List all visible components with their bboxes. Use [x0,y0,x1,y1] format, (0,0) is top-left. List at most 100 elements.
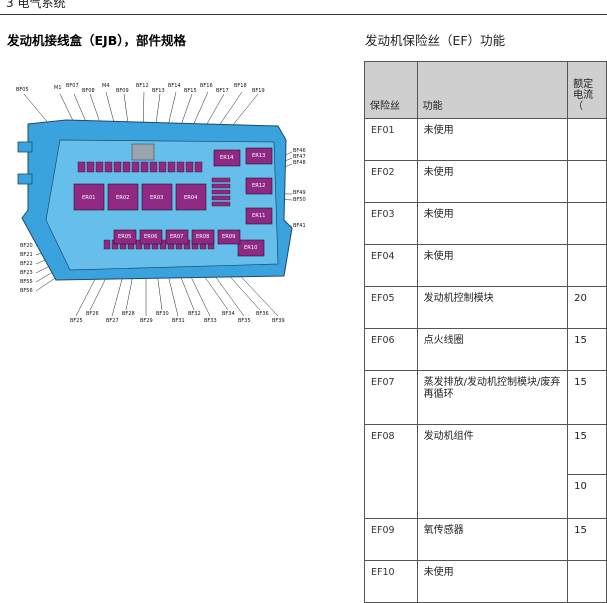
bf-label: BF35 [238,318,251,324]
fuse-id: EF05 [364,286,418,329]
chapter-title: 3 电气系统 [6,0,66,10]
fuse-rating: 20 [567,286,607,329]
bf-label: BF08 [82,88,95,94]
table-row: EF01 未使用 [364,118,607,161]
table-row: EF04 未使用 [364,244,607,287]
bf-label: BF26 [86,311,99,317]
bf-label: BF46 [293,148,306,154]
table-row: EF05 发动机控制模块 20 [364,286,607,329]
bf-label: M4 [102,83,110,89]
fuse-function: 发动机组件 [416,424,569,519]
bf-label: BF05 [16,87,29,93]
relay-label: ER01 [82,195,96,201]
fuse-rating [567,202,607,245]
header-rating: 额定电流（ [567,61,607,119]
bf-label: BF14 [168,83,181,89]
table-row: EF06 点火线圈 15 [364,328,607,371]
table-row: EF09 氧传感器 15 [364,518,607,561]
table-row: EF10 未使用 [364,560,607,603]
fuse-id: EF01 [364,118,418,161]
relay-label: ER14 [220,155,234,161]
bf-label: BF21 [20,252,33,258]
bf-label: BF50 [293,197,306,203]
bf-label: BF07 [66,83,79,89]
header-fuse: 保险丝 [364,61,418,119]
ejb-diagram-art [17,91,293,317]
bf-label: BF20 [20,243,33,249]
fuse-function: 氧传感器 [416,518,569,561]
fuse-id: EF10 [364,560,418,603]
fuse-rating: 15 [567,424,607,475]
bf-label: BF27 [106,318,119,324]
fuse-function: 未使用 [416,244,569,287]
fuse-rating: 15 [567,370,607,425]
fuse-rating [567,560,607,603]
bf-label: BF48 [293,160,306,166]
relay-label: ER10 [244,245,258,251]
section-title-ejb: 发动机接线盒（EJB），部件规格 [7,33,186,48]
bf-label: BF32 [188,311,201,317]
bf-label: BF22 [20,261,33,267]
fuse-function: 未使用 [416,202,569,245]
section-title-ef: 发动机保险丝（EF）功能 [365,33,506,48]
bf-label: BF28 [122,311,135,317]
header-function: 功能 [416,61,569,119]
bf-label: BF17 [216,88,229,94]
fuse-rating [567,160,607,203]
fuse-rating: 15 [567,518,607,561]
bf-label: BF31 [172,318,185,324]
bf-label: BF56 [20,288,33,294]
fuse-function: 蒸发排放/发动机控制模块/废弃再循环 [416,370,569,425]
fuse-function: 未使用 [416,560,569,603]
bf-label: BF36 [256,311,269,317]
bf-label: BF16 [200,83,213,89]
bf-label: BF13 [152,88,165,94]
bf-label: BF18 [234,83,247,89]
bf-label: BF30 [156,311,169,317]
bf-label: M1 [54,85,62,91]
fuse-rating [567,244,607,287]
relay-label: ER07 [170,234,184,240]
fuse-function: 未使用 [416,160,569,203]
fuse-function: 发动机控制模块 [416,286,569,329]
bf-label: BF33 [204,318,217,324]
bf-label: BF09 [116,88,129,94]
fuse-id: EF07 [364,370,418,425]
bf-label: BF47 [293,154,306,160]
bf-label: BF41 [293,223,306,229]
bf-label: BF19 [252,88,265,94]
relay-label: ER03 [150,195,164,201]
bf-label: BF23 [20,270,33,276]
relay-label: ER06 [144,234,158,240]
bf-label: BF12 [136,83,149,89]
relay-label: ER02 [116,195,130,201]
bf-label: BF34 [222,311,235,317]
bf-label: BF29 [140,318,153,324]
table-header-row: 保险丝 功能 额定电流（ [364,61,607,119]
bf-label: BF55 [20,279,33,285]
relay-label: ER05 [118,234,132,240]
table-row: EF02 未使用 [364,160,607,203]
relay-label: ER09 [222,234,236,240]
fuse-function: 点火线圈 [416,328,569,371]
fuse-id: EF02 [364,160,418,203]
table-row: EF08 发动机组件 15 [364,424,607,519]
fuse-id: EF06 [364,328,418,371]
relay-label: ER04 [184,195,198,201]
fuse-function: 未使用 [416,118,569,161]
relay-label: ER13 [252,153,266,159]
bf-label: BF39 [272,318,285,324]
relay-label: ER11 [252,213,266,219]
fuse-id: EF03 [364,202,418,245]
relay-label: ER08 [196,234,210,240]
table-row: EF07 蒸发排放/发动机控制模块/废弃再循环 15 [364,370,607,425]
bf-label: BF25 [70,318,83,324]
page-header: 3 电气系统 [0,0,607,15]
ejb-diagram: BF05 M1 BF07 BF08 M4 BF09 BF12 BF13 BF14… [16,80,312,330]
bf-label: BF49 [293,190,306,196]
fuse-rating: 15 [567,328,607,371]
fuse-id: EF09 [364,518,418,561]
fuse-rating: 10 [567,474,607,519]
table-row: EF03 未使用 [364,202,607,245]
relay-label: ER12 [252,183,266,189]
